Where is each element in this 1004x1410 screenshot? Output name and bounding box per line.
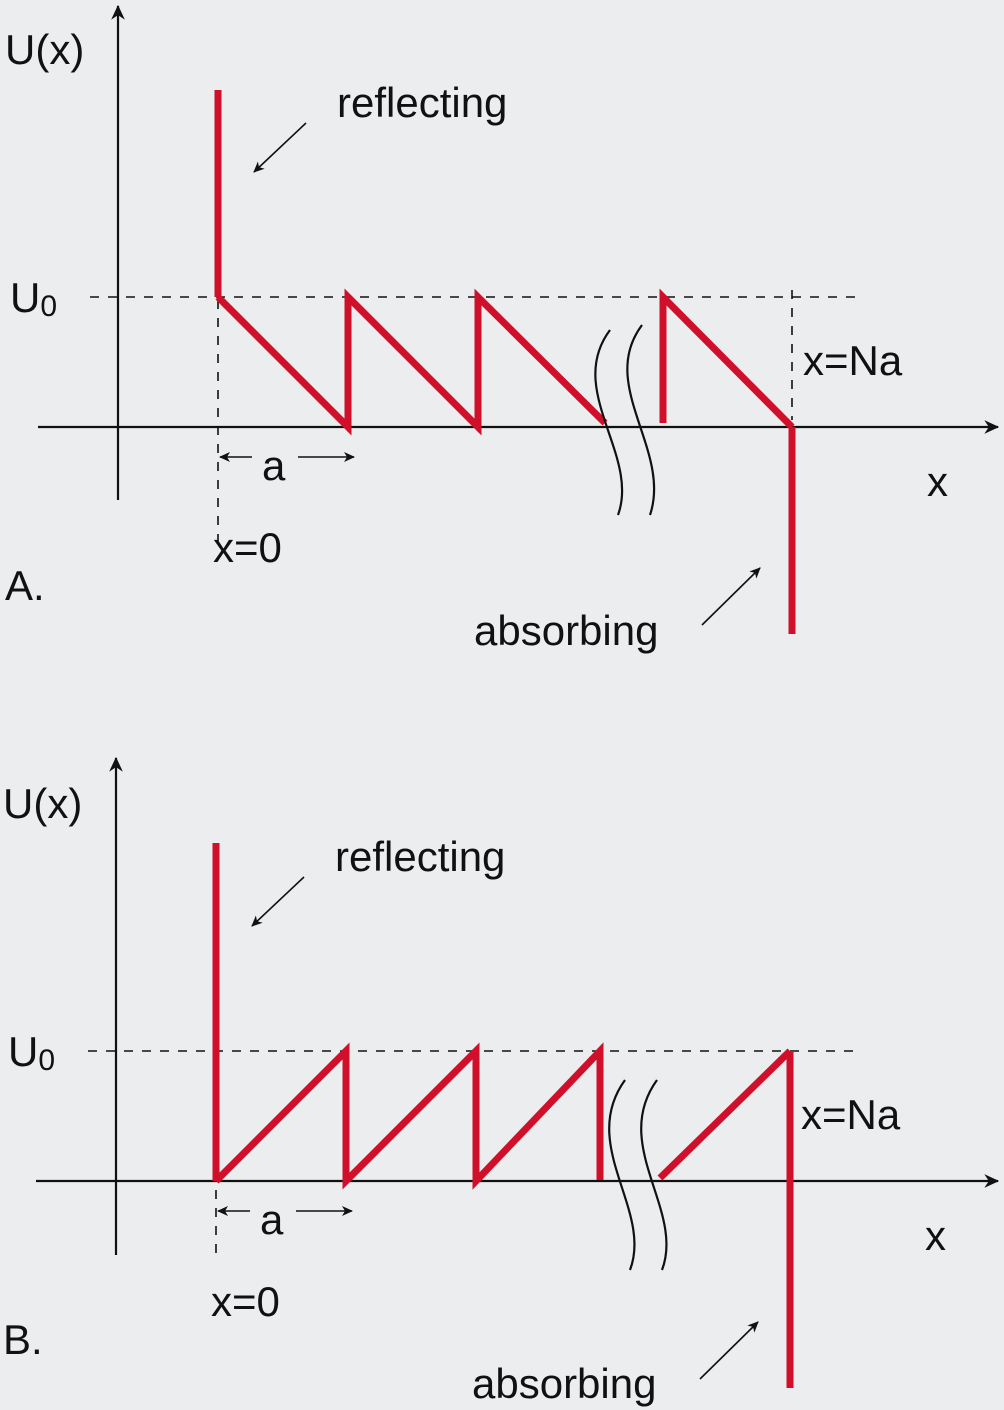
u0-label: U0 xyxy=(10,274,57,323)
sawtooth-potential-right xyxy=(657,1048,793,1181)
axis-break-mark xyxy=(594,329,624,516)
panel-label: B. xyxy=(3,1316,43,1363)
absorbing-pointer-arrow xyxy=(699,1321,759,1380)
period-label: a xyxy=(260,1196,284,1243)
y-axis-label: U(x) xyxy=(5,26,84,73)
origin-label: x=0 xyxy=(211,1278,280,1325)
sawtooth-potential-left xyxy=(213,1042,604,1190)
sawtooth-potential-right xyxy=(659,288,795,430)
axis-break-mark xyxy=(626,324,656,516)
x-axis-label: x xyxy=(925,1212,946,1259)
reflecting-pointer-arrow xyxy=(253,122,307,173)
reflecting-label: reflecting xyxy=(337,79,507,126)
u0-label-subscript: 0 xyxy=(40,290,57,323)
absorbing-label: absorbing xyxy=(474,607,658,654)
panel-b: U(x) U0 reflecting x=Na x a x=0 B. absor… xyxy=(3,756,1000,1407)
u0-label-subscript: 0 xyxy=(38,1044,55,1077)
panel-label: A. xyxy=(5,562,45,609)
u0-label-base: U xyxy=(8,1028,38,1075)
origin-label: x=0 xyxy=(213,524,282,571)
y-axis-label: U(x) xyxy=(3,780,82,827)
axis-break-mark xyxy=(640,1079,668,1271)
absorbing-pointer-arrow xyxy=(701,567,761,626)
period-label: a xyxy=(262,442,286,489)
absorbing-label: absorbing xyxy=(472,1360,656,1407)
panel-a: U(x) U0 reflecting x=Na x a x=0 A. absor… xyxy=(5,4,1000,654)
u0-label: U0 xyxy=(8,1028,55,1077)
u0-label-base: U xyxy=(10,274,40,321)
reflecting-pointer-arrow xyxy=(251,876,305,927)
x-axis-label: x xyxy=(927,458,948,505)
sawtooth-potential-left xyxy=(215,288,608,436)
reflecting-label: reflecting xyxy=(335,833,505,880)
end-position-label: x=Na xyxy=(803,337,903,384)
end-position-label: x=Na xyxy=(801,1091,901,1138)
axis-break-mark xyxy=(608,1079,636,1271)
